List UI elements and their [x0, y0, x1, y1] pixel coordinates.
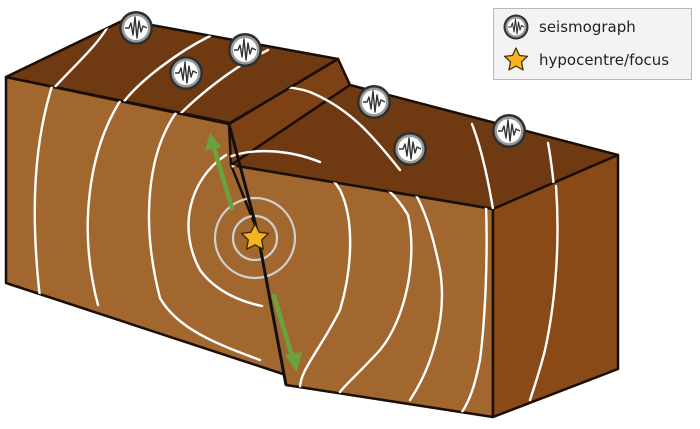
seismograph-icon — [503, 14, 529, 40]
legend-label-hypocentre: hypocentre/focus — [539, 51, 670, 69]
legend-item-hypocentre: hypocentre/focus — [502, 46, 669, 74]
legend-label-seismograph: seismograph — [539, 18, 636, 36]
wave-front-line — [187, 153, 264, 308]
wave-front-line — [52, 24, 110, 90]
seismograph-icon — [356, 84, 392, 120]
legend-item-seismograph: seismograph — [502, 13, 636, 41]
wave-front-line — [33, 78, 56, 300]
wave-front-line — [460, 203, 488, 414]
legend: seismograph hypocentre/focus — [493, 8, 692, 80]
star-icon — [503, 47, 529, 71]
seismograph-icon — [227, 32, 263, 68]
wave-front-line — [86, 96, 124, 307]
wave-front-line — [229, 149, 322, 164]
wave-front-line — [147, 108, 262, 362]
inner-ring-large — [213, 196, 297, 280]
slip-arrow-up — [205, 133, 235, 211]
hypocentre-star — [240, 223, 270, 250]
right-block-front-face — [229, 163, 495, 419]
inner-ring-small — [231, 214, 279, 262]
seismograph-icon — [491, 113, 527, 149]
seismograph-icon — [392, 131, 428, 167]
seismograph-icon — [118, 10, 154, 46]
wave-front-line — [470, 122, 495, 209]
slip-arrow-down — [271, 293, 302, 372]
wave-front-line — [231, 165, 352, 390]
wave-front-line — [120, 34, 212, 106]
wave-front-line — [528, 184, 559, 402]
hypocentre-rings — [213, 196, 297, 280]
seismograph-icon — [168, 55, 204, 91]
